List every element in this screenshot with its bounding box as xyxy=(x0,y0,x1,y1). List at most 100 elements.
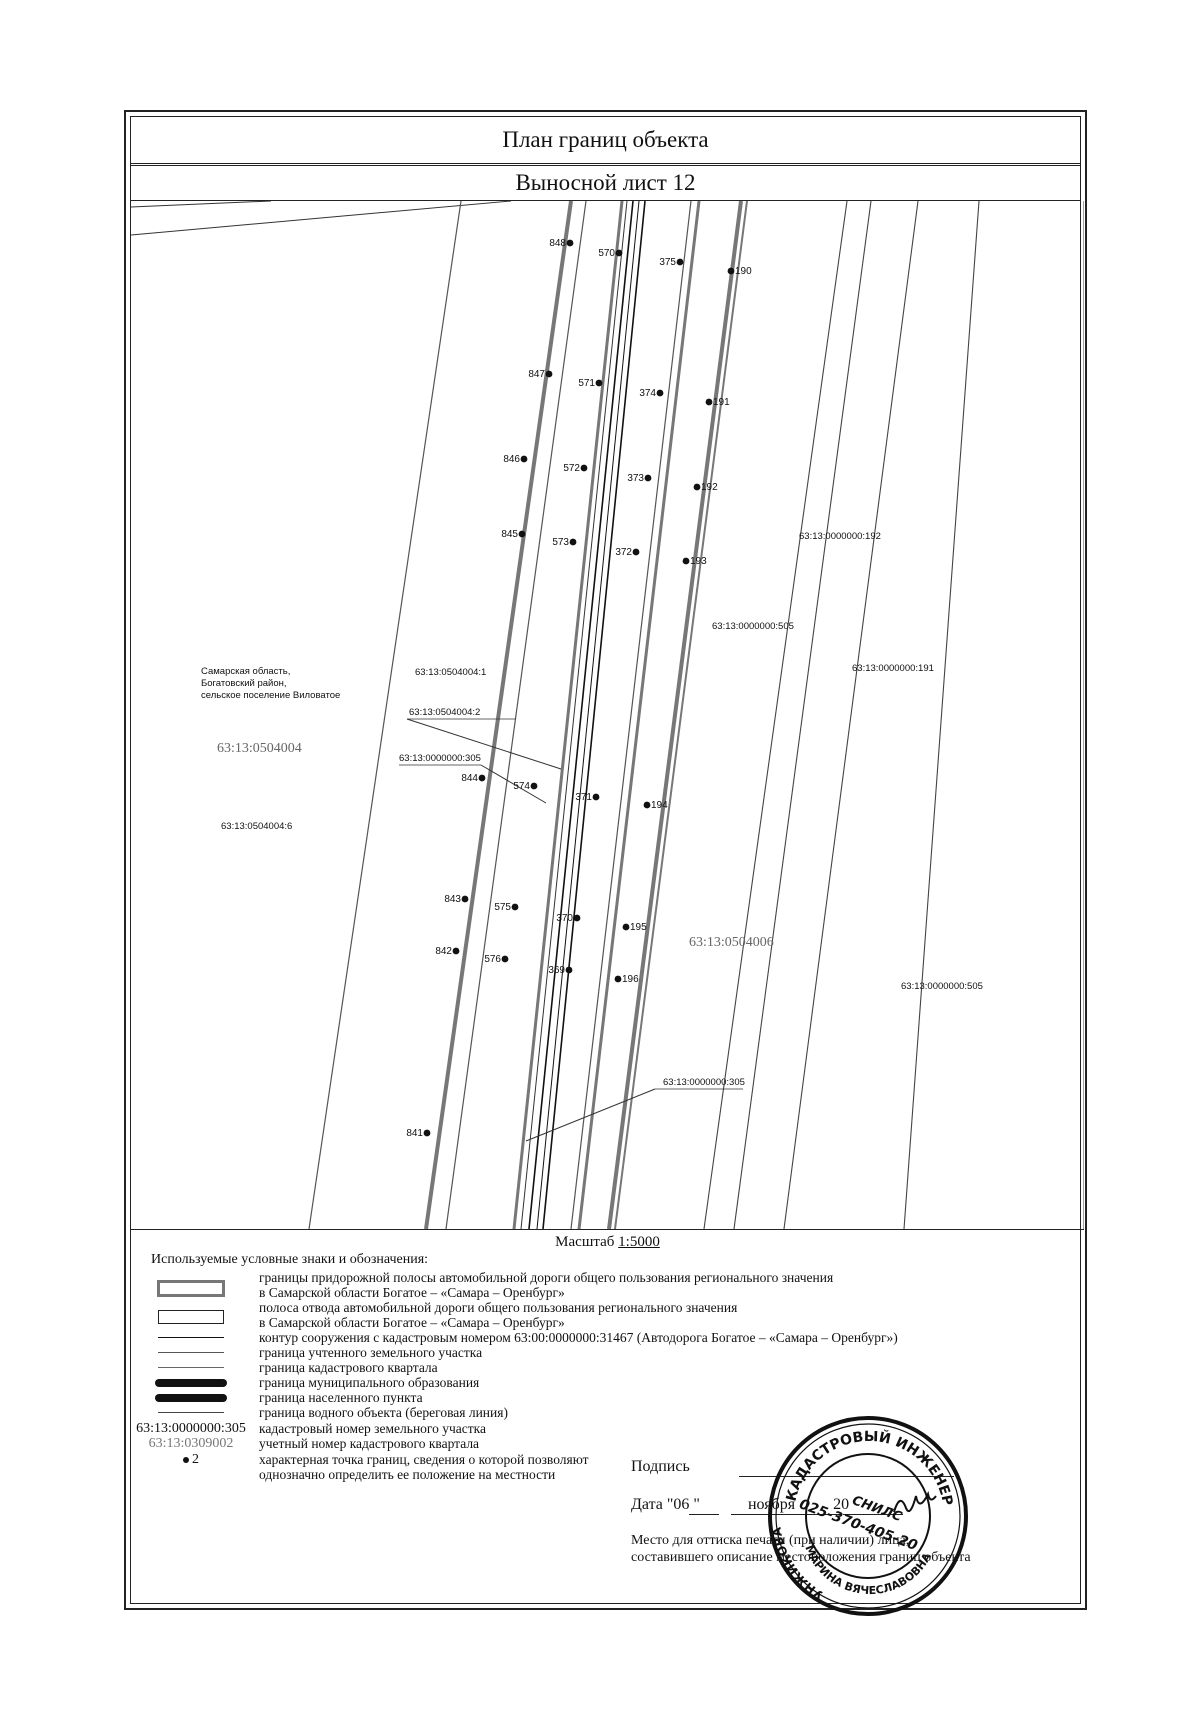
boundary-point-dot xyxy=(693,483,701,491)
quarter-label: 63:13:0504006 xyxy=(689,935,774,950)
boundary-point-label: 847 xyxy=(528,369,545,380)
boundary-point-label: 194 xyxy=(651,800,668,811)
signature-scribble-icon xyxy=(893,1490,937,1513)
parcel-number-symbol: 63:13:0000000:305 xyxy=(136,1421,246,1436)
scale-label: Масштаб 1:5000 xyxy=(131,1234,1084,1251)
water-boundary-symbol xyxy=(131,1412,251,1413)
boundary-point-label: 846 xyxy=(503,454,520,465)
parcel-label: 63:13:0000000:505 xyxy=(712,621,794,632)
map-drawing: 8485703751908475713741918465723731928455… xyxy=(131,201,1084,1229)
stamp-place-line: Место для оттиска печати (при наличии) л… xyxy=(631,1533,910,1548)
road-right-of-way xyxy=(445,201,587,1229)
boundary-point-dot xyxy=(423,1129,431,1137)
boundary-point-dot xyxy=(615,249,623,257)
boundary-point-dot xyxy=(565,966,573,974)
quarter-number-symbol: 63:13:0309002 xyxy=(148,1436,234,1451)
stamp-place-line: составившего описание местоположения гра… xyxy=(631,1550,971,1565)
boundary-point-label: 190 xyxy=(735,266,752,277)
boundary-point-label: 372 xyxy=(615,547,632,558)
boundary-point-dot xyxy=(501,955,509,963)
boundary-point-dot xyxy=(705,398,713,406)
boundary-point-dot xyxy=(511,903,519,911)
legend-item-text: контур сооружения с кадастровым номером … xyxy=(259,1330,898,1345)
road-contour xyxy=(536,201,640,1229)
legend-item-text: учетный номер кадастрового квартала xyxy=(259,1436,480,1451)
boundary-point-label: 371 xyxy=(575,792,592,803)
boundary-point-label: 848 xyxy=(549,238,566,249)
leader-line xyxy=(525,1088,656,1142)
boundary-point-label: 369 xyxy=(548,965,565,976)
parcel-boundary xyxy=(783,201,919,1229)
legend-line: полоса отвода автомобильной дороги общег… xyxy=(259,1300,738,1315)
boundary-point-dot xyxy=(656,389,664,397)
boundary-point-label: 196 xyxy=(622,974,639,985)
settlement-boundary-symbol xyxy=(131,1394,251,1402)
boundary-point-symbol: 2 xyxy=(131,1452,251,1467)
boundary-point-dot xyxy=(573,914,581,922)
legend-item-text: граница кадастрового квартала xyxy=(259,1360,438,1375)
road-contour xyxy=(542,201,646,1229)
date-row: Дата "06 " ноября 20 xyxy=(631,1496,1091,1514)
point-symbol-label: 2 xyxy=(192,1452,199,1467)
boundary-point-label: 842 xyxy=(435,946,452,957)
leader-line xyxy=(480,764,547,804)
boundary-point-dot xyxy=(566,239,574,247)
boundary-point-label: 195 xyxy=(630,922,647,933)
engineer-stamp: КАДАСТРОВЫЙ ИНЖЕНЕР МАРИНА ВЯЧЕСЛАВОВНА … xyxy=(768,1416,968,1616)
plan-frame: План границ объекта Выносной лист 12 xyxy=(130,116,1084,1616)
legend-title: Используемые условные знаки и обозначени… xyxy=(151,1252,429,1267)
signature-label: Подпись xyxy=(631,1458,690,1475)
parcel-label: 63:13:0000000:505 xyxy=(901,981,983,992)
quarter-boundary-symbol xyxy=(131,1367,251,1368)
parcel-label: 63:13:0504004:6 xyxy=(221,821,293,832)
address-line: Богатовский район, xyxy=(201,678,287,689)
sheet-title: Выносной лист 12 xyxy=(131,165,1080,201)
legend-line: характерная точка границ, сведения о кот… xyxy=(259,1452,589,1467)
quarter-boundary xyxy=(308,201,462,1229)
boundary-point-dot xyxy=(461,895,469,903)
boundary-point-label: 575 xyxy=(494,902,511,913)
roadside-strip-boundary xyxy=(614,201,748,1229)
road-right-of-way xyxy=(520,201,628,1229)
legend-item-text: граница муниципального образования xyxy=(259,1375,480,1390)
legend-item-text: кадастровый номер земельного участка xyxy=(259,1421,487,1436)
signature-row: Подпись xyxy=(631,1458,1091,1476)
parcel-label: 63:13:0000000:191 xyxy=(852,663,934,674)
road-contour-symbol xyxy=(131,1337,251,1338)
parcel-label: 63:13:0000000:192 xyxy=(799,531,881,542)
legend-line: границы придорожной полосы автомобильной… xyxy=(259,1270,834,1285)
parcel-boundary xyxy=(131,201,272,208)
boundary-point-dot xyxy=(530,782,538,790)
boundary-point-dot xyxy=(632,548,640,556)
parcel-boundary-symbol xyxy=(131,1352,251,1353)
parcel-boundary xyxy=(131,201,512,236)
boundary-point-label: 370 xyxy=(556,913,573,924)
scale-value: 1:5000 xyxy=(618,1234,660,1250)
boundary-point-dot xyxy=(614,975,622,983)
point-dot-icon xyxy=(183,1456,189,1463)
date-label: Дата xyxy=(631,1496,663,1513)
boundary-point-label: 374 xyxy=(639,388,656,399)
boundary-point-dot xyxy=(622,923,630,931)
municipal-boundary-symbol xyxy=(131,1379,251,1387)
boundary-point-label: 192 xyxy=(701,482,718,493)
boundary-point-dot xyxy=(644,474,652,482)
roadside-strip-boundary xyxy=(607,201,743,1229)
date-month-line xyxy=(731,1514,841,1515)
boundary-point-label: 573 xyxy=(552,537,569,548)
boundary-point-dot xyxy=(520,455,528,463)
date-year-line xyxy=(843,1514,903,1515)
boundary-point-label: 572 xyxy=(563,463,580,474)
address-line: сельское поселение Виловатое xyxy=(201,690,341,701)
legend-line: однозначно определить ее положение на ме… xyxy=(259,1467,556,1482)
roadside-strip-boundary xyxy=(512,201,624,1229)
boundary-point-dot xyxy=(727,267,735,275)
legend-item-text: граница учтенного земельного участка xyxy=(259,1345,483,1360)
boundary-point-label: 570 xyxy=(598,248,615,259)
roadside-strip-symbol xyxy=(131,1280,251,1297)
legend-line: в Самарской области Богатое – «Самара – … xyxy=(259,1285,565,1300)
legend-area: Масштаб 1:5000 Используемые условные зна… xyxy=(131,1229,1084,1616)
roadside-strip-boundary xyxy=(577,201,701,1229)
address-line: Самарская область, xyxy=(201,666,291,677)
parcel-label: 63:13:0000000:305 xyxy=(399,753,481,764)
